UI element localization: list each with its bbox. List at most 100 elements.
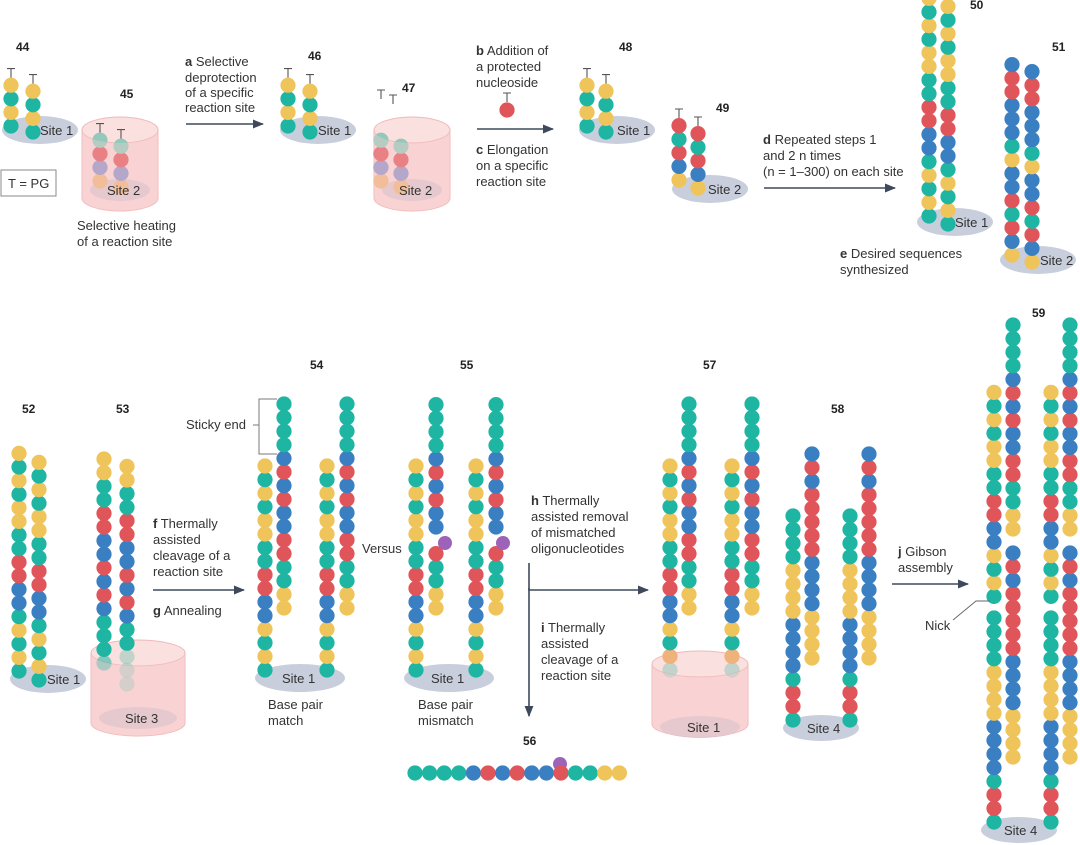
legend-text: T = PG <box>8 176 49 191</box>
nucleotide-bead <box>940 0 956 14</box>
nucleotide-bead <box>1062 545 1078 561</box>
nucleotide-bead <box>408 526 424 542</box>
nucleotide-bead <box>681 586 697 603</box>
nucleotide-bead <box>468 621 484 637</box>
nucleotide-bead <box>1043 746 1059 762</box>
nucleotide-bead <box>861 596 877 612</box>
nucleotide-bead <box>468 553 484 569</box>
nucleotide-bead <box>921 113 937 129</box>
nucleotide-bead <box>319 621 335 637</box>
nucleotide-bead <box>1043 493 1059 509</box>
nucleotide-bead <box>1024 145 1040 161</box>
nucleotide-bead <box>785 658 801 674</box>
compound-number-53: 53 <box>116 402 130 416</box>
step-text: assisted <box>541 636 589 651</box>
nucleotide-bead <box>579 91 595 107</box>
nick-annotation: Nick <box>925 600 990 633</box>
reactor-front-layer <box>82 130 748 737</box>
nucleotide-bead <box>339 478 355 494</box>
nucleotide-bead <box>25 83 41 99</box>
nucleotide-bead <box>1004 125 1020 141</box>
nucleotide-bead <box>1005 344 1021 360</box>
nucleotide-bead <box>468 662 484 678</box>
nucleotide-bead <box>1024 227 1040 243</box>
svg-text:b Addition of: b Addition of <box>476 43 549 58</box>
nucleotide-bead <box>1024 91 1040 107</box>
nucleotide-bead <box>119 513 135 529</box>
nucleotide-bead <box>662 472 678 488</box>
site-label-site4: Site 4 <box>807 721 840 736</box>
nucleotide-bead <box>339 586 355 603</box>
reaction-site-site1 <box>660 716 740 738</box>
step-text: assisted <box>153 532 201 547</box>
strand-s56 <box>407 757 628 781</box>
nucleotide-bead <box>1043 760 1059 776</box>
nucleotide-bead <box>11 568 27 584</box>
nucleotide-bead <box>804 528 820 544</box>
step-text: oligonucleotides <box>531 541 625 556</box>
nucleotide-bead <box>11 581 27 598</box>
nucleotide-bead <box>1062 599 1078 616</box>
nucleotide-bead <box>1005 722 1021 738</box>
nucleotide-bead <box>842 576 858 592</box>
nucleotide-bead <box>302 83 318 99</box>
nucleotide-bead <box>257 662 273 678</box>
nucleotide-bead <box>724 499 740 515</box>
strand-s57_long <box>662 458 678 678</box>
nucleotide-bead <box>1004 97 1020 113</box>
nucleotide-bead <box>468 580 484 597</box>
nucleotide-bead <box>31 468 47 484</box>
nucleotide-bead <box>804 623 820 639</box>
step-text: reaction site <box>476 174 546 189</box>
nucleotide-bead <box>1005 467 1021 483</box>
nucleotide-bead <box>597 765 613 781</box>
nucleotide-bead <box>986 787 1002 803</box>
nucleotide-bead <box>579 118 595 134</box>
strand-s55_short_top <box>428 397 444 535</box>
nucleotide-bead <box>276 573 292 589</box>
nucleotide-bead <box>921 45 937 61</box>
nucleotide-bead <box>1005 521 1021 537</box>
nucleotide-bead <box>408 580 424 597</box>
strand-s45b <box>113 129 129 195</box>
nucleotide-bead <box>1062 371 1078 387</box>
nucleotide-bead <box>1024 64 1040 80</box>
nucleotide-bead <box>1062 586 1078 602</box>
nucleotide-bead <box>96 465 112 481</box>
nucleotide-bead <box>276 410 292 426</box>
nucleotide-bead <box>408 567 424 583</box>
nucleotide-bead <box>986 705 1002 721</box>
nucleotide-bead <box>681 410 697 426</box>
nucleotide-bead <box>468 526 484 542</box>
strand-s51b <box>1024 64 1040 270</box>
nucleotide-bead <box>785 562 801 579</box>
nucleotide-bead <box>986 624 1002 640</box>
nucleotide-bead <box>986 637 1002 653</box>
nucleotide-bead <box>339 464 355 480</box>
nucleotide-bead <box>468 635 484 651</box>
strand-s44a <box>3 68 19 134</box>
nucleotide-bead <box>11 486 27 502</box>
strand-s55_long <box>408 458 424 678</box>
nucleotide-bead <box>393 165 409 181</box>
nucleotide-bead <box>1024 254 1040 270</box>
nucleotide-bead <box>1005 439 1021 455</box>
nucleotide-bead <box>804 582 820 598</box>
nucleotide-bead <box>671 145 687 161</box>
nucleotide-bead <box>96 573 112 590</box>
step-letter: e <box>840 246 847 261</box>
step-text: Thermally <box>548 620 606 635</box>
nucleotide-bead <box>1043 384 1059 400</box>
nucleotide-bead <box>25 124 41 140</box>
nucleotide-bead <box>598 97 614 113</box>
nucleotide-bead <box>1062 399 1078 415</box>
strand-s57_long <box>724 458 740 678</box>
nucleotide-bead <box>785 630 801 647</box>
nucleotide-bead <box>488 424 504 440</box>
nucleotide-bead <box>119 526 135 543</box>
nucleotide-bead <box>468 540 484 556</box>
reactor-back-layer <box>2 116 1076 843</box>
nucleotide-bead <box>842 522 858 538</box>
nucleotide-bead <box>744 396 760 412</box>
nucleotide-bead <box>785 685 801 701</box>
